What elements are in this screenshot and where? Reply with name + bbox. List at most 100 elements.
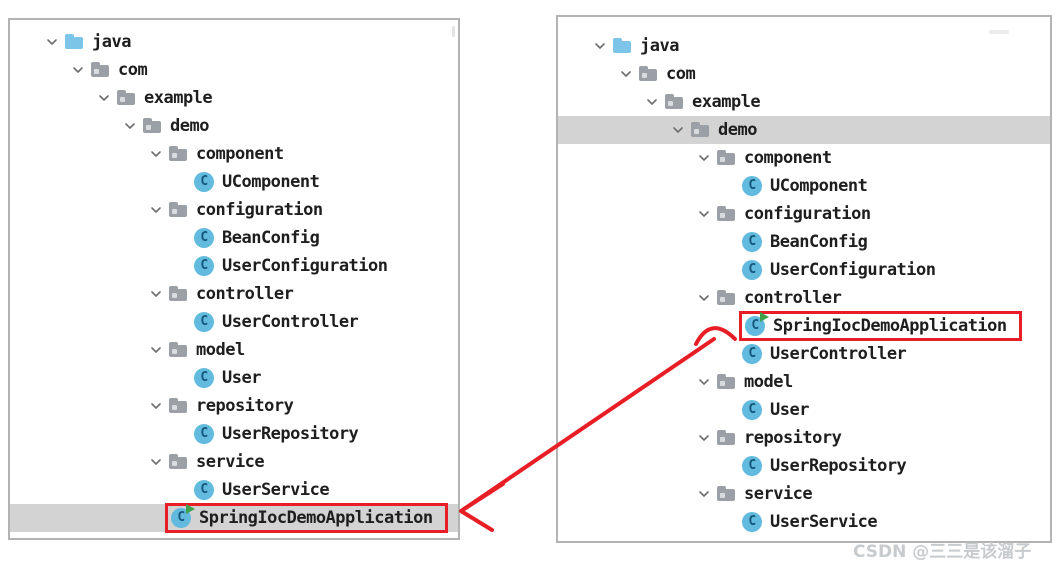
tree-node-label: UComponent (222, 172, 320, 192)
source-folder-icon (64, 32, 84, 52)
tree-row[interactable]: component (10, 140, 458, 168)
tree-row[interactable]: C UserRepository (10, 420, 458, 448)
chevron-down-icon[interactable] (692, 430, 716, 446)
tree-node-label: controller (744, 288, 842, 308)
tree-row[interactable]: C UserConfiguration (558, 256, 1050, 284)
chevron-down-icon[interactable] (588, 38, 612, 54)
tree-row[interactable]: example (10, 84, 458, 112)
tree-node-content: C SpringIocDemoApplication (165, 503, 448, 533)
tree-row[interactable]: C UserController (10, 308, 458, 336)
chevron-down-icon[interactable] (692, 486, 716, 502)
tree-row[interactable]: controller (10, 280, 458, 308)
tree-node-label: demo (170, 116, 209, 136)
class-icon: C (742, 400, 762, 420)
tree-row[interactable]: repository (10, 392, 458, 420)
tree-row[interactable]: C SpringIocDemoApplication (10, 503, 458, 533)
chevron-down-icon[interactable] (144, 146, 168, 162)
tree-row[interactable]: model (10, 336, 458, 364)
tree-node-label: com (666, 64, 696, 84)
tree-node-content: C User (194, 368, 261, 388)
chevron-down-icon[interactable] (144, 342, 168, 358)
tree-node-content: service (168, 452, 265, 472)
right-tree: java com example demo (558, 17, 1050, 536)
tree-row[interactable]: C User (10, 364, 458, 392)
tree-node-label: configuration (744, 204, 871, 224)
package-folder-icon (168, 144, 188, 164)
tree-node-content: demo (142, 116, 209, 136)
tree-node-content: component (168, 144, 284, 164)
tree-row[interactable]: demo (558, 116, 1050, 144)
chevron-down-icon[interactable] (640, 94, 664, 110)
tree-row[interactable]: model (558, 368, 1050, 396)
tree-node-content: java (64, 32, 131, 52)
tree-row[interactable]: component (558, 144, 1050, 172)
tree-node-content: C UserRepository (742, 456, 907, 476)
tree-row[interactable]: example (558, 88, 1050, 116)
tree-node-content: repository (716, 428, 842, 448)
package-folder-icon (716, 372, 736, 392)
csdn-watermark: CSDN @三三是该溜子 (853, 542, 1032, 562)
tree-row[interactable]: service (558, 480, 1050, 508)
chevron-down-icon[interactable] (692, 206, 716, 222)
tree-node-content: C BeanConfig (742, 232, 868, 252)
class-icon: C (194, 312, 214, 332)
class-icon: C (194, 172, 214, 192)
source-folder-icon (612, 36, 632, 56)
tree-node-label: java (92, 32, 131, 52)
chevron-down-icon[interactable] (144, 454, 168, 470)
package-folder-icon (716, 204, 736, 224)
tree-row[interactable]: java (558, 32, 1050, 60)
chevron-down-icon[interactable] (118, 118, 142, 134)
tree-row[interactable]: java (10, 28, 458, 56)
tree-node-content: example (116, 88, 213, 108)
tree-node-label: UserConfiguration (770, 260, 936, 280)
class-icon: C (194, 424, 214, 444)
chevron-down-icon[interactable] (692, 290, 716, 306)
tree-row[interactable]: com (558, 60, 1050, 88)
package-folder-icon (716, 428, 736, 448)
tree-node-label: UserController (222, 312, 359, 332)
tree-node-content: configuration (716, 204, 871, 224)
chevron-down-icon[interactable] (666, 122, 690, 138)
chevron-down-icon[interactable] (692, 374, 716, 390)
tree-row[interactable]: C UComponent (10, 168, 458, 196)
chevron-down-icon[interactable] (66, 62, 90, 78)
tree-node-label: configuration (196, 200, 323, 220)
tree-row[interactable]: repository (558, 424, 1050, 452)
left-tree: java com example demo (10, 20, 458, 533)
tree-row[interactable]: C UserService (10, 476, 458, 504)
chevron-down-icon[interactable] (692, 150, 716, 166)
tree-node-label: User (770, 400, 809, 420)
tree-row[interactable]: C UserController (558, 340, 1050, 368)
tree-row[interactable]: controller (558, 284, 1050, 312)
tree-node-label: UComponent (770, 176, 868, 196)
scrollbar-thumb[interactable] (989, 30, 1009, 34)
tree-row[interactable]: C BeanConfig (10, 224, 458, 252)
chevron-down-icon[interactable] (40, 34, 64, 50)
tree-node-label: component (196, 144, 284, 164)
scrollbar-thumb[interactable] (452, 26, 455, 37)
tree-row[interactable]: C UserRepository (558, 452, 1050, 480)
tree-row[interactable]: C SpringIocDemoApplication (558, 311, 1050, 341)
tree-row[interactable]: com (10, 56, 458, 84)
chevron-down-icon[interactable] (92, 90, 116, 106)
tree-row[interactable]: configuration (558, 200, 1050, 228)
tree-row[interactable]: C User (558, 396, 1050, 424)
tree-row[interactable]: C UComponent (558, 172, 1050, 200)
tree-node-label: UserRepository (770, 456, 907, 476)
class-icon: C (194, 368, 214, 388)
chevron-down-icon[interactable] (144, 398, 168, 414)
tree-row[interactable]: configuration (10, 196, 458, 224)
tree-node-content: C UComponent (742, 176, 868, 196)
tree-row[interactable]: service (10, 448, 458, 476)
tree-row[interactable]: C UserConfiguration (10, 252, 458, 280)
tree-row[interactable]: C UserService (558, 508, 1050, 536)
tree-row[interactable]: C BeanConfig (558, 228, 1050, 256)
tree-node-label: User (222, 368, 261, 388)
chevron-down-icon[interactable] (144, 286, 168, 302)
chevron-down-icon[interactable] (614, 66, 638, 82)
tree-row[interactable]: demo (10, 112, 458, 140)
tree-node-content: controller (168, 284, 294, 304)
tree-node-label: com (118, 60, 148, 80)
chevron-down-icon[interactable] (144, 202, 168, 218)
